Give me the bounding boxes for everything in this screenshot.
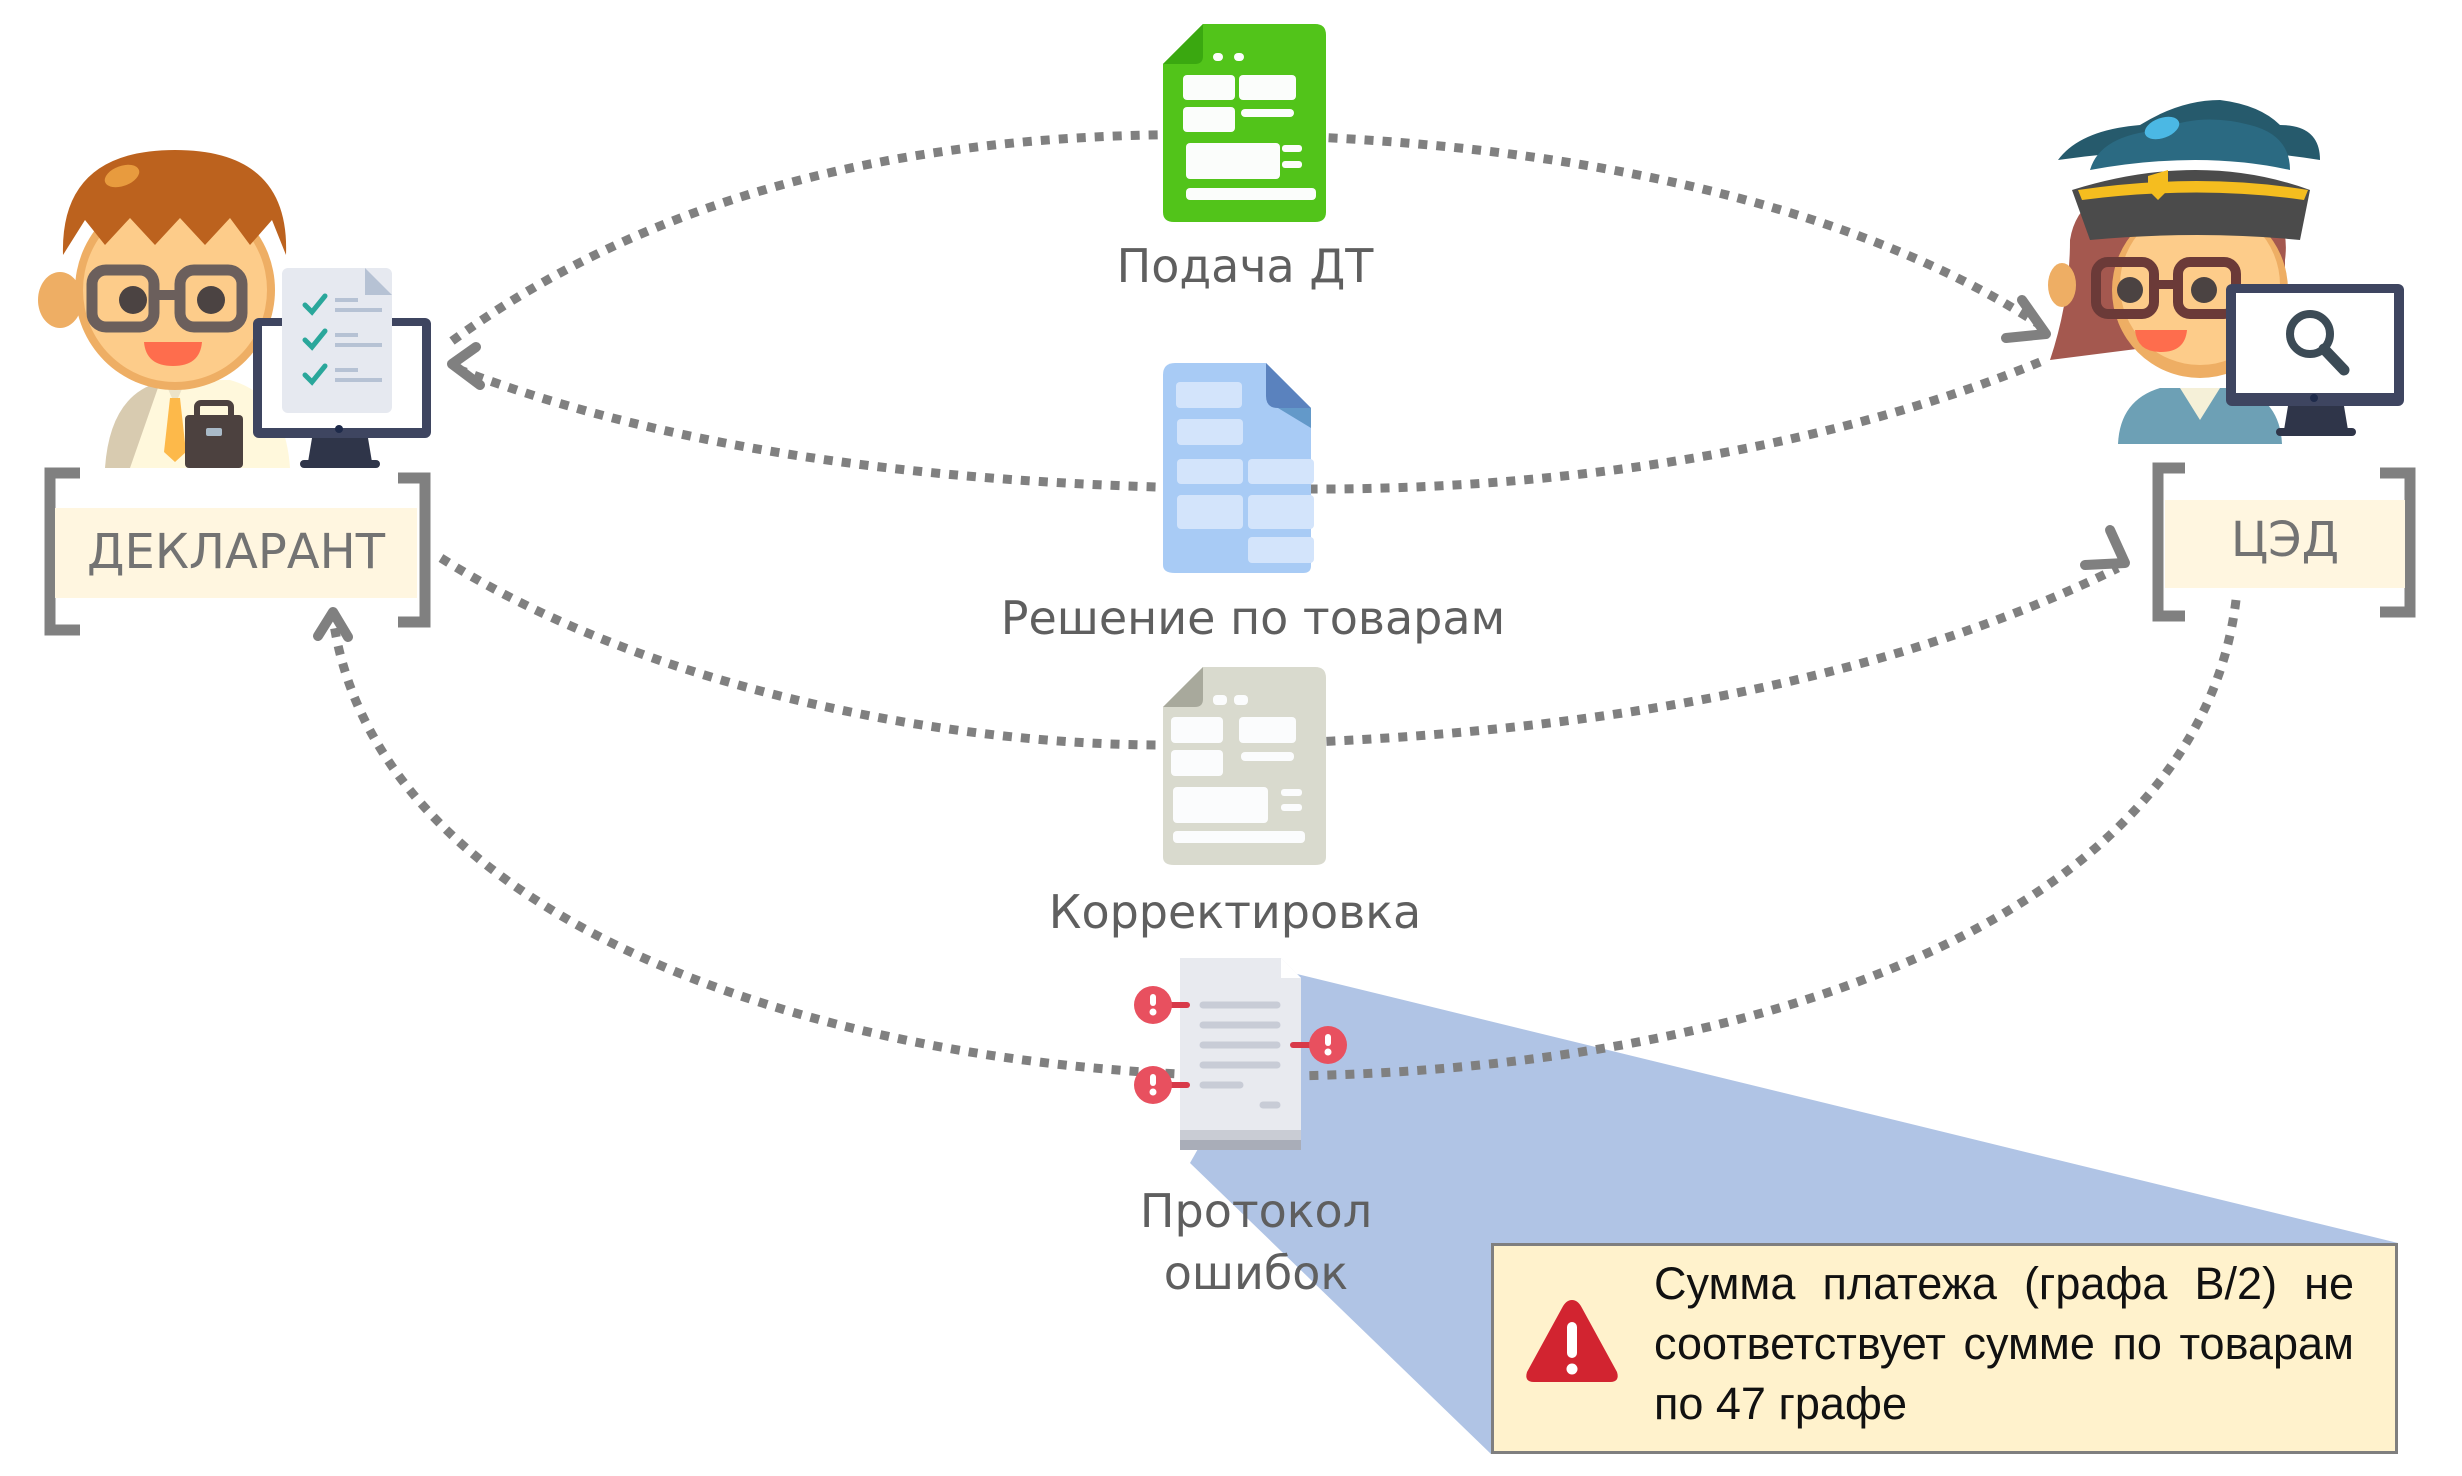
declarant-brackets xyxy=(44,467,431,636)
flow-label-submit: Подача ДТ xyxy=(1116,239,1374,293)
flow-label-decision: Решение по товарам xyxy=(1000,591,1506,645)
flow-label-errors-line2: ошибок xyxy=(1163,1246,1349,1301)
flow-label-correction: Корректировка xyxy=(1048,885,1422,939)
flow-label-errors: Протокол ошибок xyxy=(1140,1180,1372,1304)
arrowhead-correction xyxy=(2080,525,2130,570)
error-badge-icon xyxy=(1134,1066,1190,1104)
error-protocol-document-icon xyxy=(1134,958,1347,1150)
error-badge-icon xyxy=(1134,986,1190,1024)
declarant-label-band xyxy=(55,508,417,598)
ced-monitor-icon xyxy=(2226,284,2404,436)
arrowhead-submit xyxy=(2001,295,2051,343)
arrow-errors xyxy=(328,599,2241,1081)
green-document-icon xyxy=(1163,24,1326,222)
arrowhead-decision xyxy=(447,342,485,390)
declarant-person-icon xyxy=(38,150,290,468)
ced-brackets xyxy=(2152,462,2416,622)
blue-document-icon xyxy=(1163,363,1314,573)
ced-label-band xyxy=(2165,500,2405,588)
ced-label: ЦЭД xyxy=(2230,512,2340,568)
arrowhead-errors xyxy=(313,607,353,642)
warning-triangle-icon xyxy=(1526,1300,1618,1382)
declarant-label: ДЕКЛАРАНТ xyxy=(86,524,386,580)
error-badge-icon xyxy=(1290,1026,1347,1064)
error-message-text: Сумма платежа (графа В/2) не соответству… xyxy=(1654,1258,2354,1429)
declarant-monitor-icon xyxy=(253,268,431,468)
grey-document-icon xyxy=(1163,667,1326,865)
arrow-decision xyxy=(458,357,2042,494)
error-message-box: Сумма платежа (графа В/2) не соответству… xyxy=(1491,1243,2398,1454)
flow-label-errors-line1: Протокол xyxy=(1139,1184,1373,1238)
